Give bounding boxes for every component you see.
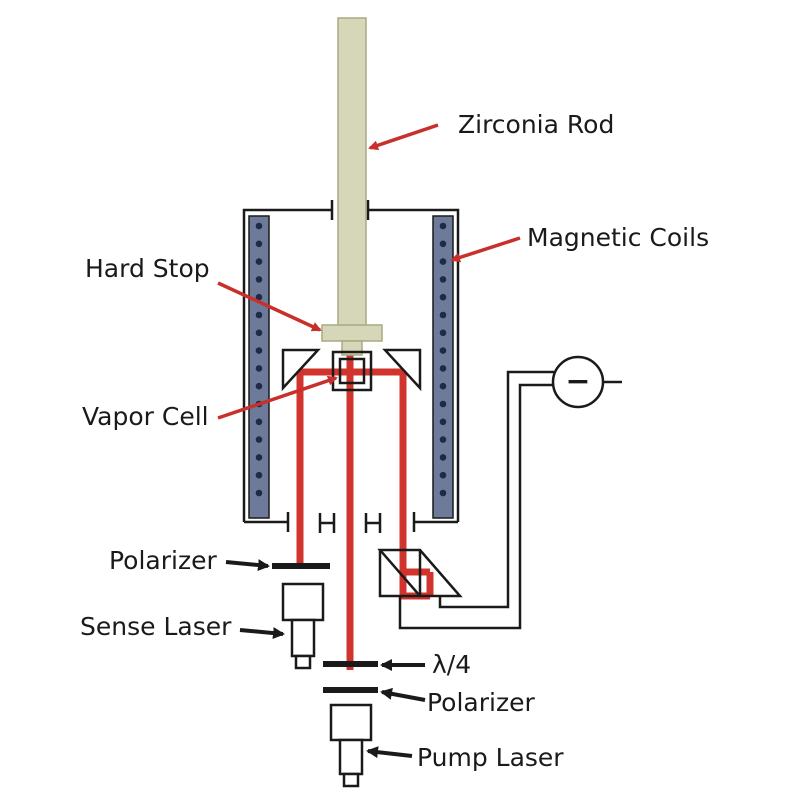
label-polarizer-pump: Polarizer <box>427 688 535 717</box>
arrow-vapor-cell <box>217 375 338 420</box>
hard-stop-flange <box>321 324 383 342</box>
rod-body <box>337 17 367 339</box>
coil-winding-dot <box>439 311 447 319</box>
red-callouts <box>217 123 521 420</box>
coil-winding-dot <box>255 240 263 248</box>
detector-wiring <box>398 355 622 630</box>
housing-left-wall <box>242 208 332 522</box>
detector-symbol: − <box>565 364 590 399</box>
coil-winding-dot <box>439 489 447 497</box>
arrow-sense-laser <box>239 627 285 640</box>
coil-winding-dot <box>439 365 447 372</box>
coil-winding-dot <box>439 258 447 265</box>
label-hard-stop: Hard Stop <box>85 254 210 283</box>
wire-outer <box>398 383 555 630</box>
zirconia-rod <box>321 17 383 356</box>
coil-winding-dot <box>255 454 263 461</box>
label-pump-laser: Pump Laser <box>417 743 564 772</box>
coil-winding-dot <box>439 436 447 443</box>
arrow-polarizer-sense <box>225 559 270 572</box>
black-callouts <box>225 559 426 759</box>
coil-winding-dot <box>255 258 263 265</box>
label-sense-laser: Sense Laser <box>80 612 232 641</box>
coil-winding-dot <box>255 418 263 426</box>
label-polarizer-sense: Polarizer <box>109 546 217 575</box>
mirrors <box>281 348 422 392</box>
vapor-cell-outer <box>331 350 373 392</box>
coil-winding-dot <box>439 454 447 461</box>
sense-beam <box>296 368 430 600</box>
pump-laser-neck <box>338 738 364 776</box>
coil-winding-dot <box>439 222 447 230</box>
label-zirconia-rod: Zirconia Rod <box>458 110 614 139</box>
coil-winding-dot <box>255 471 263 479</box>
pump-laser-tip <box>342 772 360 788</box>
wire-inner <box>438 370 555 609</box>
coil-winding-dot <box>255 276 263 283</box>
coil-winding-dot <box>439 347 447 354</box>
coil-winding-dot <box>439 329 447 337</box>
housing-right-wall <box>368 208 460 522</box>
sense-laser-neck <box>290 618 316 658</box>
coil-winding-dot <box>439 276 447 283</box>
coil-winding-dot <box>439 240 447 248</box>
vapor-cell-inner <box>338 357 366 385</box>
laser-beams <box>296 355 434 670</box>
vapor-cell <box>331 350 373 392</box>
coil-winding-dot <box>439 293 447 301</box>
sense-laser-body <box>281 582 325 622</box>
coil-winding-dot <box>255 382 263 390</box>
label-quarter-wave: λ/4 <box>432 650 471 679</box>
arrow-polarizer-pump <box>380 687 426 702</box>
sense-polarizer <box>272 563 330 569</box>
coil-winding-dot <box>255 347 263 354</box>
coil-winding-dot <box>255 329 263 337</box>
coil-winding-dot <box>439 471 447 479</box>
label-vapor-cell: Vapor Cell <box>82 402 209 431</box>
pump-optics <box>323 661 378 788</box>
arrow-pump-laser <box>366 746 413 759</box>
arrow-zirconia-rod <box>368 123 439 151</box>
detector-prism <box>377 548 463 598</box>
coil-winding-dot <box>439 382 447 390</box>
coil-winding-dot <box>255 293 263 301</box>
arrow-magnetic-coils <box>450 236 521 263</box>
quarter-wave-plate <box>323 661 378 667</box>
pump-polarizer <box>323 687 378 693</box>
sense-laser-tip <box>294 654 312 670</box>
coil-winding-dot <box>255 222 263 230</box>
arrow-hard-stop <box>217 281 322 332</box>
sense-optics <box>272 563 330 670</box>
coil-winding-dot <box>439 418 447 426</box>
label-magnetic-coils: Magnetic Coils <box>527 223 709 252</box>
coil-winding-dot <box>255 489 263 497</box>
coil-winding-dot <box>439 400 447 408</box>
mirror-right <box>382 348 422 392</box>
coil-winding-dot <box>255 311 263 319</box>
pump-laser-body <box>329 703 373 742</box>
magnetic-coils <box>248 215 454 519</box>
housing <box>242 200 460 533</box>
mirror-left <box>281 348 321 392</box>
coil-winding-dot <box>255 365 263 372</box>
coil-winding-dot <box>255 436 263 443</box>
